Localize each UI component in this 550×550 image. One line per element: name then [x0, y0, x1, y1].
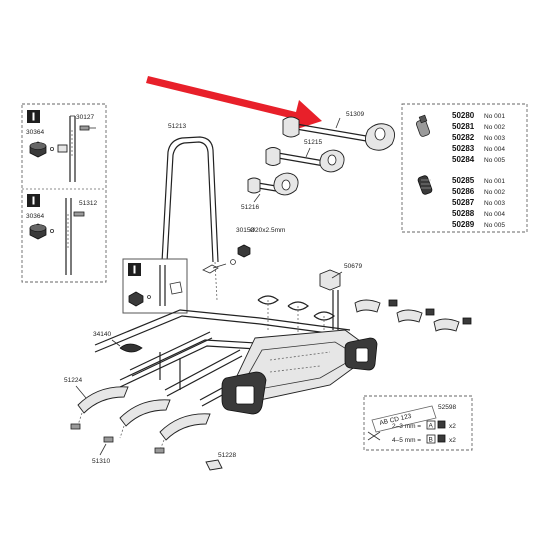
label-51310: 51310: [92, 458, 110, 465]
label-51224: 51224: [64, 377, 82, 384]
key-part-number: 50280: [452, 111, 475, 120]
key-number: No 004: [484, 146, 505, 153]
label-pipe-spec: Ø20x2.5mm: [250, 227, 285, 234]
knob-icon: [29, 141, 47, 158]
key-number: No 005: [484, 222, 505, 229]
key-part-number: 50288: [452, 209, 475, 218]
step-marker-1: [27, 110, 40, 123]
bike-holder-arm-51215: [265, 147, 345, 173]
label-34140: 34140: [93, 331, 111, 338]
strap-set-top: [257, 295, 335, 340]
label-52598: 52598: [438, 404, 456, 411]
end-cap-icon: [237, 244, 251, 258]
label-51215: 51215: [304, 139, 322, 146]
license-plate: AB CD 123: [371, 405, 437, 433]
keys-group-a: 50280 No 001 50281 No 002 50282 No 003 5…: [452, 111, 505, 164]
key-number: No 004: [484, 211, 505, 218]
rack-base: [94, 309, 378, 415]
plate-key: A: [429, 423, 434, 430]
label-30364-bottom: 30364: [26, 213, 44, 220]
strap-34140: [111, 339, 143, 353]
key-part-number: 50283: [452, 144, 475, 153]
key-number: No 002: [484, 124, 505, 131]
key-lock-icon: [417, 175, 433, 195]
knob-icon: [128, 291, 144, 307]
wheel-holder-51224: [70, 385, 211, 454]
key-part-number: 50284: [452, 155, 475, 164]
key-number: No 003: [484, 135, 505, 142]
label-51228: 51228: [218, 452, 236, 459]
plate-qty: x2: [449, 423, 456, 430]
label-30150: 30150: [236, 227, 254, 234]
plate-range: 4–5 mm =: [392, 437, 421, 444]
knob-icon: [29, 223, 47, 240]
clamp-set-right: [354, 299, 472, 332]
plate-row-1: 2–3 mm = A x2: [392, 420, 456, 430]
key-part-number: 50282: [452, 133, 475, 142]
step-marker-3: [128, 263, 141, 276]
key-part-number: 50289: [452, 220, 475, 229]
keys-box: [401, 103, 528, 233]
label-51309: 51309: [346, 111, 364, 118]
label-51216: 51216: [241, 204, 259, 211]
keys-group-b: 50285 No 001 50286 No 002 50287 No 003 5…: [452, 176, 505, 229]
key-part-number: 50286: [452, 187, 475, 196]
part-51228: [205, 459, 223, 471]
plate-row-2: 4–5 mm = B x2: [392, 434, 456, 444]
plate-qty: x2: [449, 437, 456, 444]
key-part-number: 50287: [452, 198, 475, 207]
label-51312: 51312: [79, 200, 97, 207]
key-number: No 005: [484, 157, 505, 164]
key-number: No 001: [484, 113, 505, 120]
label-30364-top: 30364: [26, 129, 44, 136]
step-marker-2: [27, 194, 40, 207]
plate-box: [363, 395, 473, 451]
plate-range: 2–3 mm =: [392, 423, 421, 430]
plate-key: B: [429, 437, 433, 444]
hinge-50679: [319, 269, 343, 330]
label-30127: 30127: [76, 114, 94, 121]
key-number: No 001: [484, 178, 505, 185]
red-arrow-icon: [146, 76, 322, 131]
label-51213: 51213: [168, 123, 186, 130]
label-50679: 50679: [344, 263, 362, 270]
detail-box-left: [21, 103, 107, 283]
key-part-number: 50281: [452, 122, 475, 131]
key-number: No 002: [484, 189, 505, 196]
bike-holder-arm-51309: [282, 116, 395, 151]
key-part-number: 50285: [452, 176, 475, 185]
bike-holder-arm-51216: [247, 172, 299, 203]
key-number: No 003: [484, 200, 505, 207]
key-lock-icon: [416, 114, 430, 137]
